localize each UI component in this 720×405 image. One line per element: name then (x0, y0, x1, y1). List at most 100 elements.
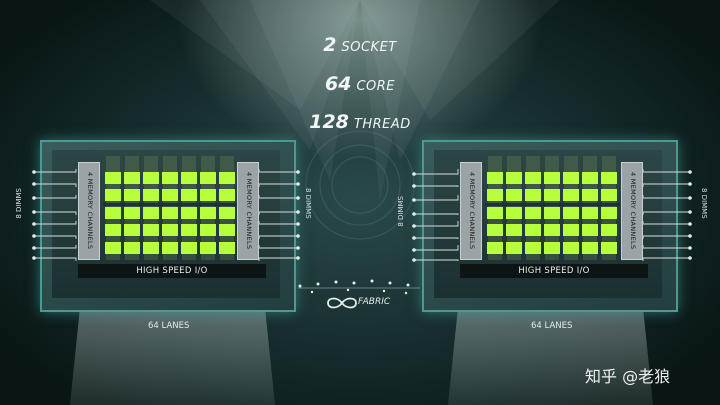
left-core (200, 172, 216, 184)
right-core (582, 224, 598, 236)
left-core (143, 242, 159, 254)
left-core (181, 172, 197, 184)
left-core (200, 207, 216, 219)
thread-label: THREAD (353, 117, 411, 132)
left-die-channels-b: 4 MEMORY CHANNELS (237, 162, 259, 260)
left-dimm-link (34, 195, 77, 199)
left-dimm-link-r-node (296, 196, 300, 200)
right-core (563, 189, 579, 201)
left-dimm-link (34, 169, 77, 173)
right-core (544, 189, 560, 201)
left-core (219, 224, 235, 236)
socket-label: SOCKET (341, 40, 397, 55)
left-core (181, 189, 197, 201)
left-dimm-link-node (32, 170, 36, 174)
left-dimm-link-r-node (296, 256, 300, 260)
right-core (563, 207, 579, 219)
right-dimm-link (414, 213, 459, 215)
right-dimm-link-node (412, 258, 416, 262)
left-core (162, 207, 178, 219)
right-core (601, 207, 617, 219)
right-core (582, 189, 598, 201)
right-core (506, 189, 522, 201)
left-die-dimms-right: 8 DIMMS (304, 188, 312, 219)
left-dimm-link (34, 183, 77, 187)
right-dimm-link (414, 169, 459, 175)
left-core (124, 242, 140, 254)
left-core (219, 242, 235, 254)
right-core (506, 172, 522, 184)
right-core (525, 172, 541, 184)
right-dimm-link-node (412, 248, 416, 252)
right-dimm-link-r (642, 195, 690, 199)
fabric-label: FABRIC (358, 297, 391, 307)
left-ccx-gap (103, 203, 238, 206)
left-core (143, 207, 159, 219)
right-dimm-link-r-node (688, 170, 692, 174)
right-dimm-link-r (642, 257, 690, 261)
right-core (525, 207, 541, 219)
right-dimm-link-r-node (688, 246, 692, 250)
right-core (544, 207, 560, 219)
left-core (143, 189, 159, 201)
left-dimm-link-r (258, 221, 298, 225)
left-dimm-link-node (32, 256, 36, 260)
right-core (525, 189, 541, 201)
left-dimm-link (34, 221, 77, 225)
right-core (582, 207, 598, 219)
right-dimm-link-node (412, 224, 416, 228)
left-dimm-link-node (32, 182, 36, 186)
watermark: 知乎 @老狼 (585, 367, 671, 386)
right-dimm-link-r (642, 211, 690, 215)
left-core (162, 242, 178, 254)
right-high-speed-io: HIGH SPEED I/O (460, 264, 648, 278)
left-dimm-link-r (258, 195, 298, 199)
left-dimm-link-r (258, 169, 298, 173)
left-core (181, 224, 197, 236)
right-core (525, 224, 541, 236)
left-core (124, 224, 140, 236)
socket-count: 2 (323, 34, 337, 56)
left-dimm-link (34, 211, 77, 215)
left-lanes-label: 64 LANES (148, 321, 190, 331)
core-label: CORE (356, 79, 395, 94)
left-core (105, 242, 121, 254)
right-dimm-link-r-node (688, 210, 692, 214)
right-dimm-link-r (642, 221, 690, 225)
thread-stat: 128 THREAD (0, 111, 720, 133)
right-core (544, 172, 560, 184)
left-dimm-link-r (258, 257, 298, 261)
left-core (143, 224, 159, 236)
right-core (487, 172, 503, 184)
left-dimm-link-node (32, 246, 36, 250)
left-dimm-link-r-node (296, 234, 300, 238)
left-dimm-link-r-node (296, 210, 300, 214)
right-dimm-link-node (412, 184, 416, 188)
right-dimm-link (414, 259, 459, 261)
right-dimm-link-r (642, 183, 690, 187)
right-core (487, 189, 503, 201)
right-core (487, 224, 503, 236)
left-dimm-link (34, 235, 77, 239)
right-core (506, 207, 522, 219)
right-die-channels-b: 4 MEMORY CHANNELS (621, 162, 643, 260)
left-dimm-link-r (258, 211, 298, 215)
right-core (582, 242, 598, 254)
right-dimm-link-node (412, 198, 416, 202)
left-core (219, 172, 235, 184)
left-core (219, 207, 235, 219)
left-core (162, 172, 178, 184)
left-core (105, 224, 121, 236)
left-dimm-link-r (258, 235, 298, 239)
right-core (601, 242, 617, 254)
core-count: 64 (324, 73, 352, 95)
right-dimm-link (414, 221, 459, 227)
right-dimm-link-node (412, 212, 416, 216)
left-core (124, 172, 140, 184)
thread-count: 128 (309, 111, 349, 133)
left-high-speed-io: HIGH SPEED I/O (78, 264, 266, 278)
left-core (219, 189, 235, 201)
left-dimm-link-r (258, 245, 298, 249)
right-dimm-link-node (412, 172, 416, 176)
